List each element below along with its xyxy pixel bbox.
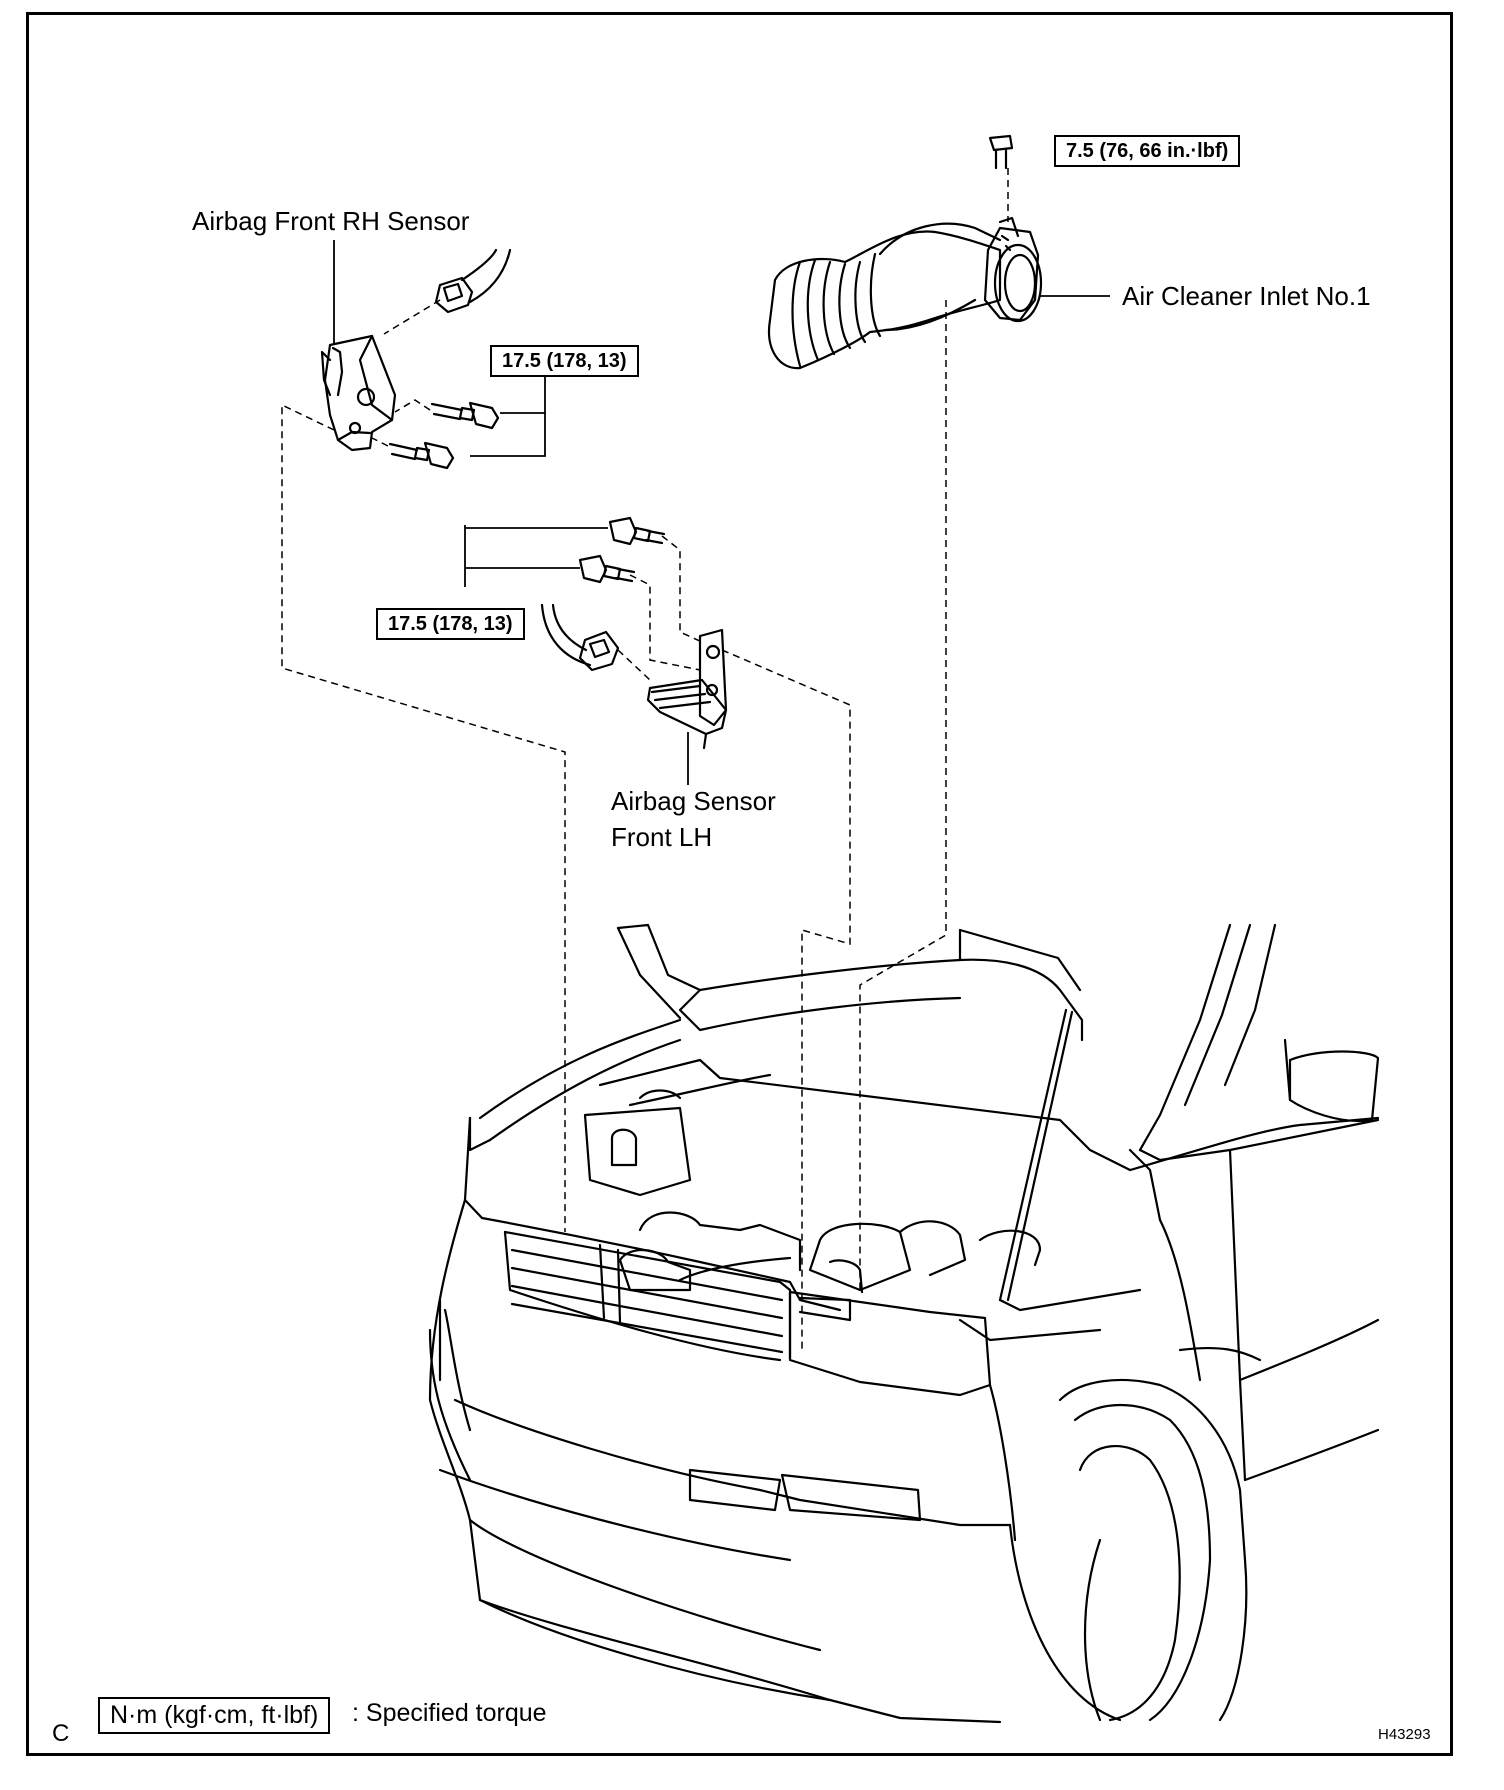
legend-specified-torque: : Specified torque	[352, 1699, 547, 1727]
air-cleaner-inlet	[767, 134, 1043, 370]
torque-box-lh-bolts: 17.5 (178, 13)	[376, 608, 525, 640]
figure-code: H43293	[1378, 1726, 1431, 1743]
torque-box-air-cleaner-bolt: 7.5 (76, 66 in.·lbf)	[1054, 135, 1241, 167]
leader-lines	[333, 240, 1110, 785]
air-cleaner-inlet-label: Air Cleaner Inlet No.1	[1122, 281, 1371, 311]
airbag-sensor-front-lh-label-line1: Airbag Sensor	[611, 786, 776, 816]
vehicle-front	[428, 923, 1380, 1724]
airbag-sensor-front-lh-label-line2: Front LH	[611, 822, 713, 852]
airbag-sensor-front-lh	[540, 516, 728, 750]
dashed-guide-lines	[281, 168, 1009, 1350]
torque-box-rh-bolts: 17.5 (178, 13)	[490, 345, 639, 377]
legend-unit-box: N·m (kgf·cm, ft·lbf)	[98, 1697, 331, 1734]
diagram-frame	[26, 12, 1453, 1756]
airbag-front-rh-sensor	[320, 248, 512, 470]
corner-letter: C	[52, 1720, 70, 1747]
airbag-front-rh-sensor-label: Airbag Front RH Sensor	[192, 206, 470, 236]
